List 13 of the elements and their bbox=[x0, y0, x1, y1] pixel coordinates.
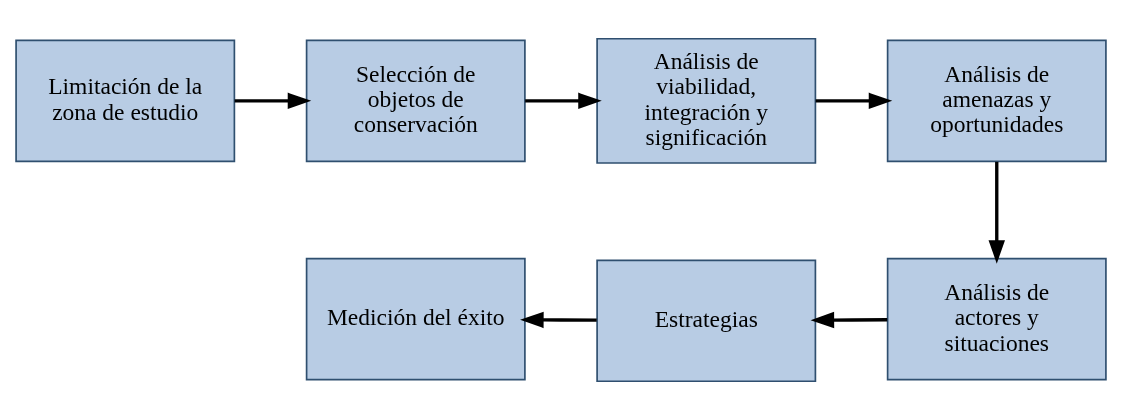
arrow bbox=[525, 92, 602, 109]
node-box: Análisis de amenazas y oportunidades bbox=[886, 39, 1107, 162]
arrow bbox=[815, 92, 893, 109]
arrow bbox=[520, 311, 597, 328]
node-box: Medición del éxito bbox=[305, 257, 526, 380]
node-box: Análisis de viabilidad, integración y significación bbox=[596, 37, 817, 164]
node-box: Selección de objetos de conservación bbox=[305, 39, 526, 162]
arrow bbox=[988, 161, 1005, 264]
arrow bbox=[234, 92, 312, 109]
node-box: Estrategias bbox=[596, 259, 817, 382]
arrow bbox=[810, 311, 888, 328]
node-box: Limitación de la zona de estudio bbox=[15, 39, 236, 162]
node-box: Análisis de actores y situaciones bbox=[886, 257, 1107, 380]
